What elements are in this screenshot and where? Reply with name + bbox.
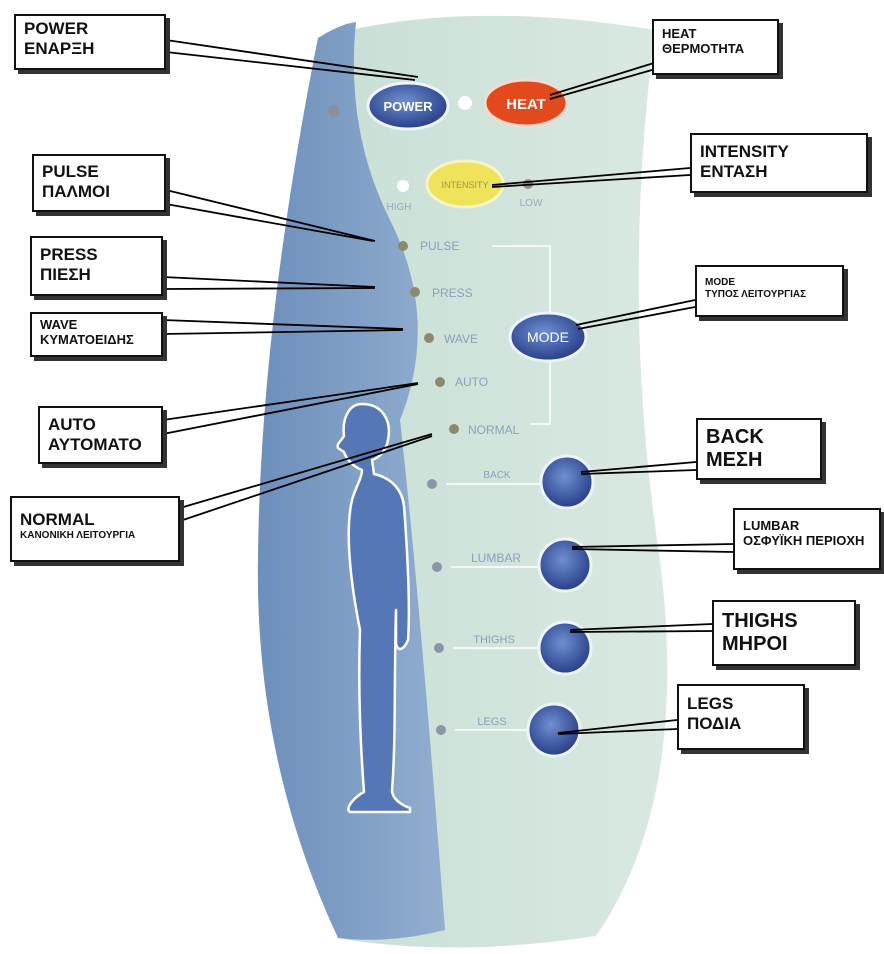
callout-lumbar: LUMBAR ΟΣΦΥΪΚΗ ΠΕΡΙΟΧΗ (733, 508, 881, 570)
legs-button[interactable] (528, 704, 580, 756)
callout-legs-el: ΠΟΔΙΑ (687, 714, 795, 734)
back-label: BACK (483, 470, 511, 481)
normal-label: NORMAL (468, 423, 520, 437)
auto-label: AUTO (455, 375, 488, 389)
callout-power-el: ΕΝΑΡΞΗ (24, 39, 156, 59)
callout-thighs: THIGHS ΜΗΡΟΙ (712, 600, 856, 666)
callout-heat-el: ΘΕΡΜΟΤΗΤΑ (662, 42, 769, 57)
callout-pulse-en: PULSE (42, 162, 156, 182)
pulse-label: PULSE (420, 239, 459, 253)
heat-button-label: HEAT (506, 96, 546, 113)
callout-lumbar-el: ΟΣΦΥΪΚΗ ΠΕΡΙΟΧΗ (743, 534, 871, 549)
callout-auto-en: AUTO (48, 415, 153, 435)
callout-back-en: BACK (706, 426, 812, 449)
callout-intensity-el: ΕΝΤΑΣΗ (700, 162, 858, 182)
callout-auto-el: ΑΥΤΟΜΑΤΟ (48, 435, 153, 455)
back-button[interactable] (541, 456, 593, 508)
callout-power-en: POWER (24, 19, 156, 39)
back-led (427, 479, 437, 489)
callout-legs: LEGS ΠΟΔΙΑ (677, 684, 805, 750)
callout-mode-el: ΤΥΠΟΣ ΛΕΙΤΟΥΡΓΙΑΣ (705, 289, 834, 301)
callout-back-el: ΜΕΣΗ (706, 449, 812, 472)
power-led (458, 96, 472, 110)
callout-wave-en: WAVE (40, 318, 153, 333)
callout-wave: WAVE ΚΥΜΑΤΟΕΙΔΗΣ (30, 312, 163, 357)
callout-press-el: ΠΙΕΣΗ (40, 265, 153, 285)
wave-led (424, 333, 434, 343)
callout-normal: NORMAL ΚΑΝΟΝΙΚΗ ΛΕΙΤΟΥΡΓΙΑ (10, 496, 180, 562)
callout-press-en: PRESS (40, 245, 153, 265)
high-led (397, 180, 409, 192)
high-label: HIGH (387, 202, 412, 213)
callout-normal-en: NORMAL (20, 510, 170, 530)
mode-button-label: MODE (527, 329, 569, 345)
callout-heat: HEAT ΘΕΡΜΟΤΗΤΑ (652, 19, 779, 75)
callout-press: PRESS ΠΙΕΣΗ (30, 236, 163, 296)
callout-pulse-el: ΠΑΛΜΟΙ (42, 182, 156, 202)
callout-power: POWER ΕΝΑΡΞΗ (14, 14, 166, 70)
callout-thighs-el: ΜΗΡΟΙ (722, 633, 846, 656)
callout-auto: AUTO ΑΥΤΟΜΑΤΟ (38, 406, 163, 464)
thighs-label: THIGHS (473, 634, 515, 646)
auto-led (435, 377, 445, 387)
callout-mode-en: MODE (705, 277, 834, 289)
callout-lumbar-en: LUMBAR (743, 519, 871, 534)
callout-back: BACK ΜΕΣΗ (696, 418, 822, 480)
side-led (328, 105, 340, 117)
callout-thighs-en: THIGHS (722, 610, 846, 633)
callout-intensity-en: INTENSITY (700, 142, 858, 162)
callout-normal-el: ΚΑΝΟΝΙΚΗ ΛΕΙΤΟΥΡΓΙΑ (20, 530, 170, 542)
legs-led (436, 725, 446, 735)
callout-wave-el: ΚΥΜΑΤΟΕΙΔΗΣ (40, 333, 153, 348)
thighs-led (434, 643, 444, 653)
low-label: LOW (520, 198, 543, 209)
callout-legs-en: LEGS (687, 694, 795, 714)
wave-label: WAVE (444, 332, 478, 346)
pulse-led (398, 241, 408, 251)
callout-heat-en: HEAT (662, 27, 769, 42)
press-label: PRESS (432, 286, 473, 300)
normal-led (449, 424, 459, 434)
legs-label: LEGS (477, 716, 506, 728)
power-button-label: POWER (383, 99, 433, 114)
callout-mode: MODE ΤΥΠΟΣ ΛΕΙΤΟΥΡΓΙΑΣ (695, 265, 844, 317)
lumbar-label: LUMBAR (471, 551, 521, 565)
callout-intensity: INTENSITY ΕΝΤΑΣΗ (690, 133, 868, 193)
callout-pulse: PULSE ΠΑΛΜΟΙ (32, 154, 166, 212)
press-led (410, 287, 420, 297)
intensity-button-label: INTENSITY (441, 180, 488, 190)
lumbar-led (432, 562, 442, 572)
